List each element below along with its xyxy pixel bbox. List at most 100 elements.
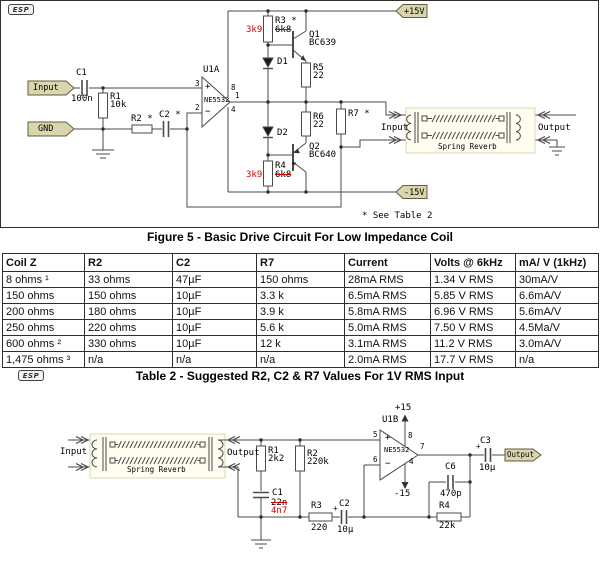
table-cell: 10µF (172, 335, 257, 352)
table-cell: 250 ohms (2, 319, 85, 336)
c6-value: 470p (440, 489, 462, 499)
r4-label: R4 (439, 501, 450, 511)
table-cell: 5.8mA RMS (344, 303, 431, 320)
table-cell: 11.2 V RMS (430, 335, 516, 352)
r3-label: R3 (311, 501, 322, 511)
pin-2: 2 (195, 103, 200, 112)
opamp-name: U1A (203, 65, 220, 75)
table-cell: n/a (256, 351, 345, 368)
c1-value: 100n (71, 94, 93, 104)
r3-old-value: 6k8 (275, 25, 292, 35)
c2-label: C2 * (159, 110, 181, 120)
ground-icon (549, 146, 565, 156)
resistor-r5 (301, 62, 311, 88)
reverb-output-label: Output (227, 448, 260, 458)
spring-reverb-unit (89, 433, 226, 479)
vneg-label: -15 (394, 489, 411, 499)
r4-label: R4 * (275, 161, 297, 171)
reverb-input-label: Input (60, 447, 88, 457)
d1-label: D1 (277, 57, 288, 67)
r4-value: 22k (439, 521, 456, 531)
reverb-name: Spring Reverb (438, 142, 497, 151)
table-cell: 200 ohms (2, 303, 85, 320)
figure5-frame (0, 0, 599, 228)
pin-8: 8 (408, 431, 413, 440)
table-cell: n/a (515, 351, 599, 368)
table-cell: 6.6mA/V (515, 287, 599, 304)
pin-1: 1 (235, 91, 240, 100)
table-row: 150 ohms 150 ohms 10µF 3.3 k 6.5mA RMS 5… (2, 287, 599, 304)
opamp-part: NE5532 (204, 96, 230, 104)
junction-dots (259, 438, 472, 519)
table-header-cell: Current (344, 253, 431, 272)
c6-label: C6 (445, 462, 456, 472)
spring-icon (117, 456, 198, 465)
r6-value: 22 (313, 120, 324, 130)
resistor-r6 (301, 111, 311, 137)
r1-value: 2k2 (268, 454, 285, 464)
r3-label: R3 * (275, 16, 297, 26)
see-table-note: * See Table 2 (362, 211, 433, 221)
r1-label: R1 (268, 446, 279, 456)
table-cell: 330 ohms (84, 335, 173, 352)
r1-value: 10k (110, 100, 127, 110)
table-cell: 600 ohms ² (2, 335, 85, 352)
table-cell: 6.5mA RMS (344, 287, 431, 304)
opamp-u1a (201, 75, 231, 129)
transformer-coil (515, 114, 521, 141)
table-row: 600 ohms ² 330 ohms 10µF 12 k 3.1mA RMS … (2, 335, 599, 352)
figure5-schematic (0, 0, 599, 228)
table-cell: 6.96 V RMS (430, 303, 516, 320)
pin-6: 6 (373, 455, 378, 464)
spring-icon (431, 114, 496, 123)
figure6-schematic (68, 414, 542, 549)
ground-icon (92, 149, 114, 159)
table-cell: 28mA RMS (344, 271, 431, 288)
resistor-r2 (295, 445, 305, 472)
pin-3: 3 (195, 79, 200, 88)
table-row: 1,475 ohms ³ n/a n/a n/a 2.0mA RMS 17.7 … (2, 351, 599, 368)
d2-label: D2 (277, 128, 288, 138)
spring-icon (117, 440, 198, 449)
transformer-coil (406, 114, 412, 141)
tag-input-label: Input (33, 83, 59, 93)
table-header-cell: C2 (172, 253, 257, 272)
table-header-row: Coil Z R2 C2 R7 Current Volts @ 6kHz mA/… (2, 253, 599, 272)
table-cell: 30mA/V (515, 271, 599, 288)
q1-part: BC639 (309, 38, 337, 48)
table-cell: 33 ohms (84, 271, 173, 288)
esp-logo: ESP (18, 370, 44, 381)
r4-old-value: 6k8 (275, 170, 292, 180)
r6-label: R6 (313, 112, 324, 122)
tag-gnd-label: GND (38, 124, 54, 134)
table-cell: 2.0mA RMS (344, 351, 431, 368)
diode-d2 (262, 126, 274, 139)
opamp-part: NE5532 (384, 446, 410, 454)
table-cell: 3.9 k (256, 303, 345, 320)
table-cell: 8 ohms ¹ (2, 271, 85, 288)
table2-caption: Table 2 - Suggested R2, C2 & R7 Values F… (135, 369, 465, 383)
spring-icon (431, 131, 496, 140)
capacitor-c2 (340, 510, 348, 524)
table-cell: 10µF (172, 287, 257, 304)
c1-old-value: 22n (271, 498, 288, 508)
tag-input (27, 80, 75, 96)
table-cell: 150 ohms (2, 287, 85, 304)
pin-4: 4 (231, 105, 236, 114)
table-cell: 10µF (172, 319, 257, 336)
table-cell: 5.6mA/V (515, 303, 599, 320)
table-cell: 3.3 k (256, 287, 345, 304)
c2-label: C2 (339, 499, 350, 509)
reverb-name: Spring Reverb (127, 465, 186, 474)
connector-arrows (75, 435, 241, 472)
table-row: 200 ohms 180 ohms 10µF 3.9 k 5.8mA RMS 6… (2, 303, 599, 320)
table-cell: 3.0mA/V (515, 335, 599, 352)
table-cell: 1.34 V RMS (430, 271, 516, 288)
table-cell: 47µF (172, 271, 257, 288)
esp-logo: ESP (8, 4, 34, 15)
ground-icon (251, 539, 271, 549)
table-cell: 5.85 V RMS (430, 287, 516, 304)
pin-7: 7 (420, 442, 425, 451)
arrow-up (401, 414, 409, 422)
capacitor-c1 (81, 80, 88, 96)
